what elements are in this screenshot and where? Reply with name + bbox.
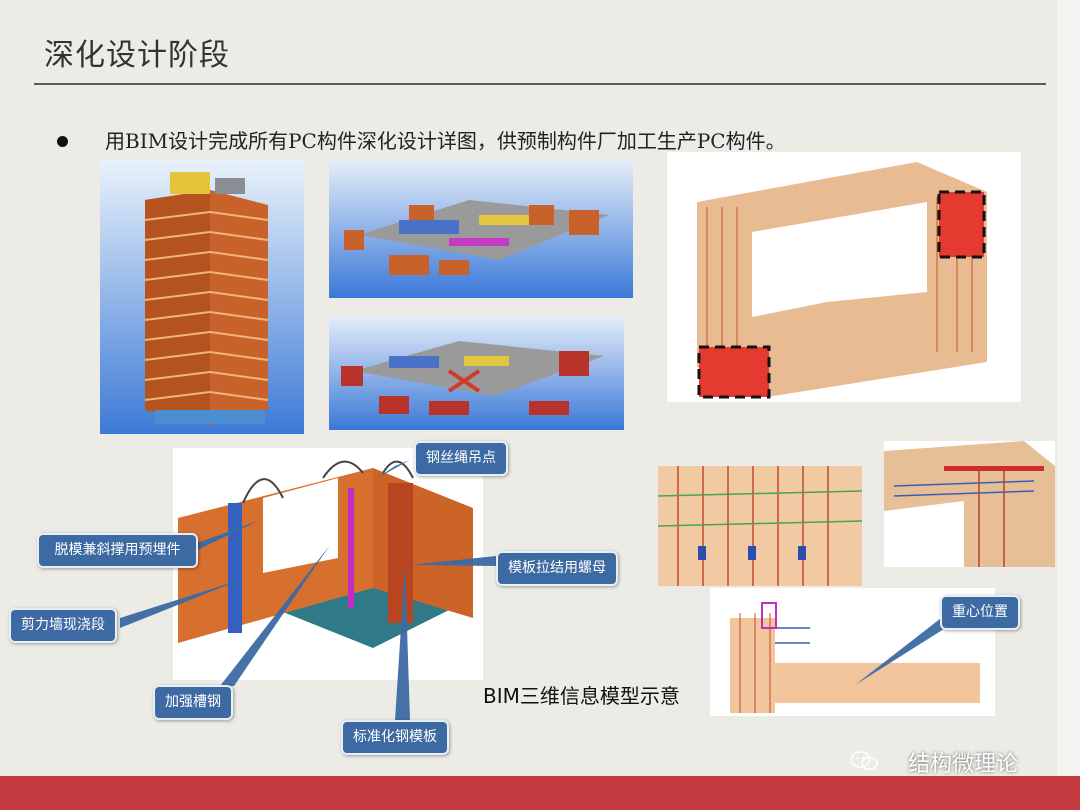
gravity-detail-image [710, 588, 995, 716]
rebar-detail-image-1 [658, 466, 862, 586]
watermark-text: 结构微理论 [908, 752, 1019, 777]
callout-demold-embed: 脱模兼斜撑用预埋件 [37, 533, 198, 568]
wall-rebar-image [667, 152, 1021, 402]
callout-channel-steel: 加强槽钢 [153, 685, 233, 720]
figure-caption: BIM三维信息模型示意 [483, 684, 680, 708]
callout-wire-rope: 钢丝绳吊点 [414, 441, 508, 476]
callout-std-formwork: 标准化钢模板 [341, 720, 449, 755]
wall-formwork-image [173, 448, 483, 680]
title-divider [34, 83, 1046, 85]
rebar-detail-image-2 [884, 441, 1055, 567]
callout-center-gravity: 重心位置 [940, 595, 1020, 630]
bullet-text: 用BIM设计完成所有PC构件深化设计详图，供预制构件厂加工生产PC构件。 [105, 129, 786, 153]
right-margin-strip [1057, 0, 1080, 776]
footer-bar [0, 776, 1080, 810]
callout-shear-wall: 剪力墙现浇段 [9, 608, 117, 643]
slide-title: 深化设计阶段 [44, 38, 230, 73]
floor-model-image-2 [329, 316, 624, 430]
tower-model-image [100, 160, 304, 434]
bullet-dot-icon [57, 136, 68, 147]
callout-formwork-nut: 模板拉结用螺母 [496, 551, 618, 586]
floor-model-image-1 [329, 160, 633, 298]
wechat-icon [850, 751, 878, 770]
